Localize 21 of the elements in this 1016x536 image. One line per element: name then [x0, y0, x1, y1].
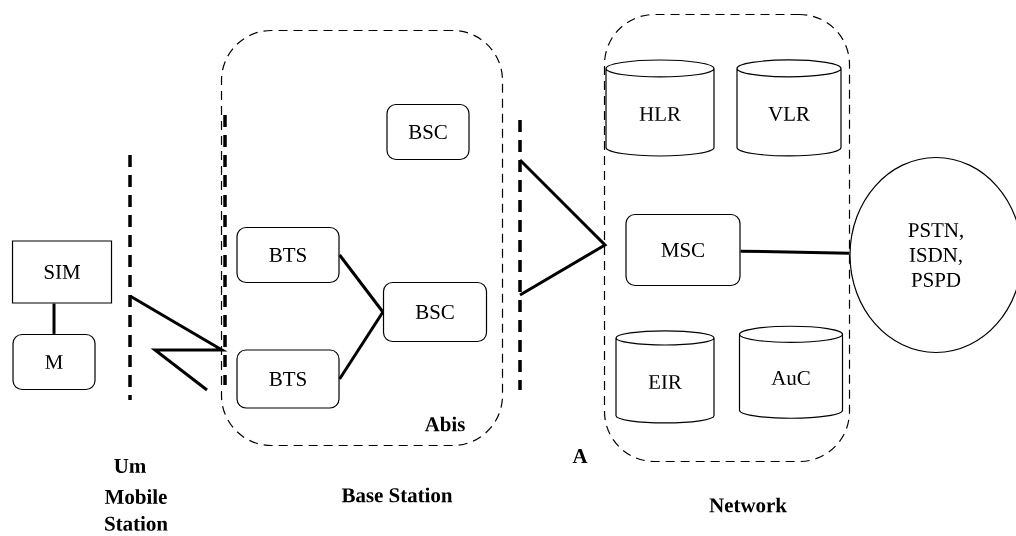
interface-label: Um	[114, 459, 146, 473]
process-box: BSC	[382, 281, 488, 343]
interface-label: Abis	[424, 416, 465, 432]
database-cylinder: AuC	[738, 325, 844, 419]
sim-box: SIM	[11, 240, 113, 304]
database-cylinder: EIR	[615, 330, 715, 424]
database-cylinder: HLR	[605, 59, 715, 157]
connector-line	[740, 249, 850, 255]
process-box: BSC	[386, 103, 470, 161]
connector-line	[338, 311, 385, 380]
group-heading: Network	[709, 497, 787, 513]
connector-line	[52, 303, 56, 334]
connector-line	[338, 254, 385, 313]
interface-label: A	[572, 449, 588, 463]
station-label: Mobile Station	[105, 489, 168, 531]
process-box: BTS	[236, 349, 340, 409]
database-cylinder: VLR	[736, 59, 842, 157]
group-heading: Base Station	[341, 487, 453, 503]
mobile-box: M	[12, 333, 96, 391]
process-box: MSC	[625, 213, 741, 287]
process-box: BTS	[236, 226, 340, 284]
